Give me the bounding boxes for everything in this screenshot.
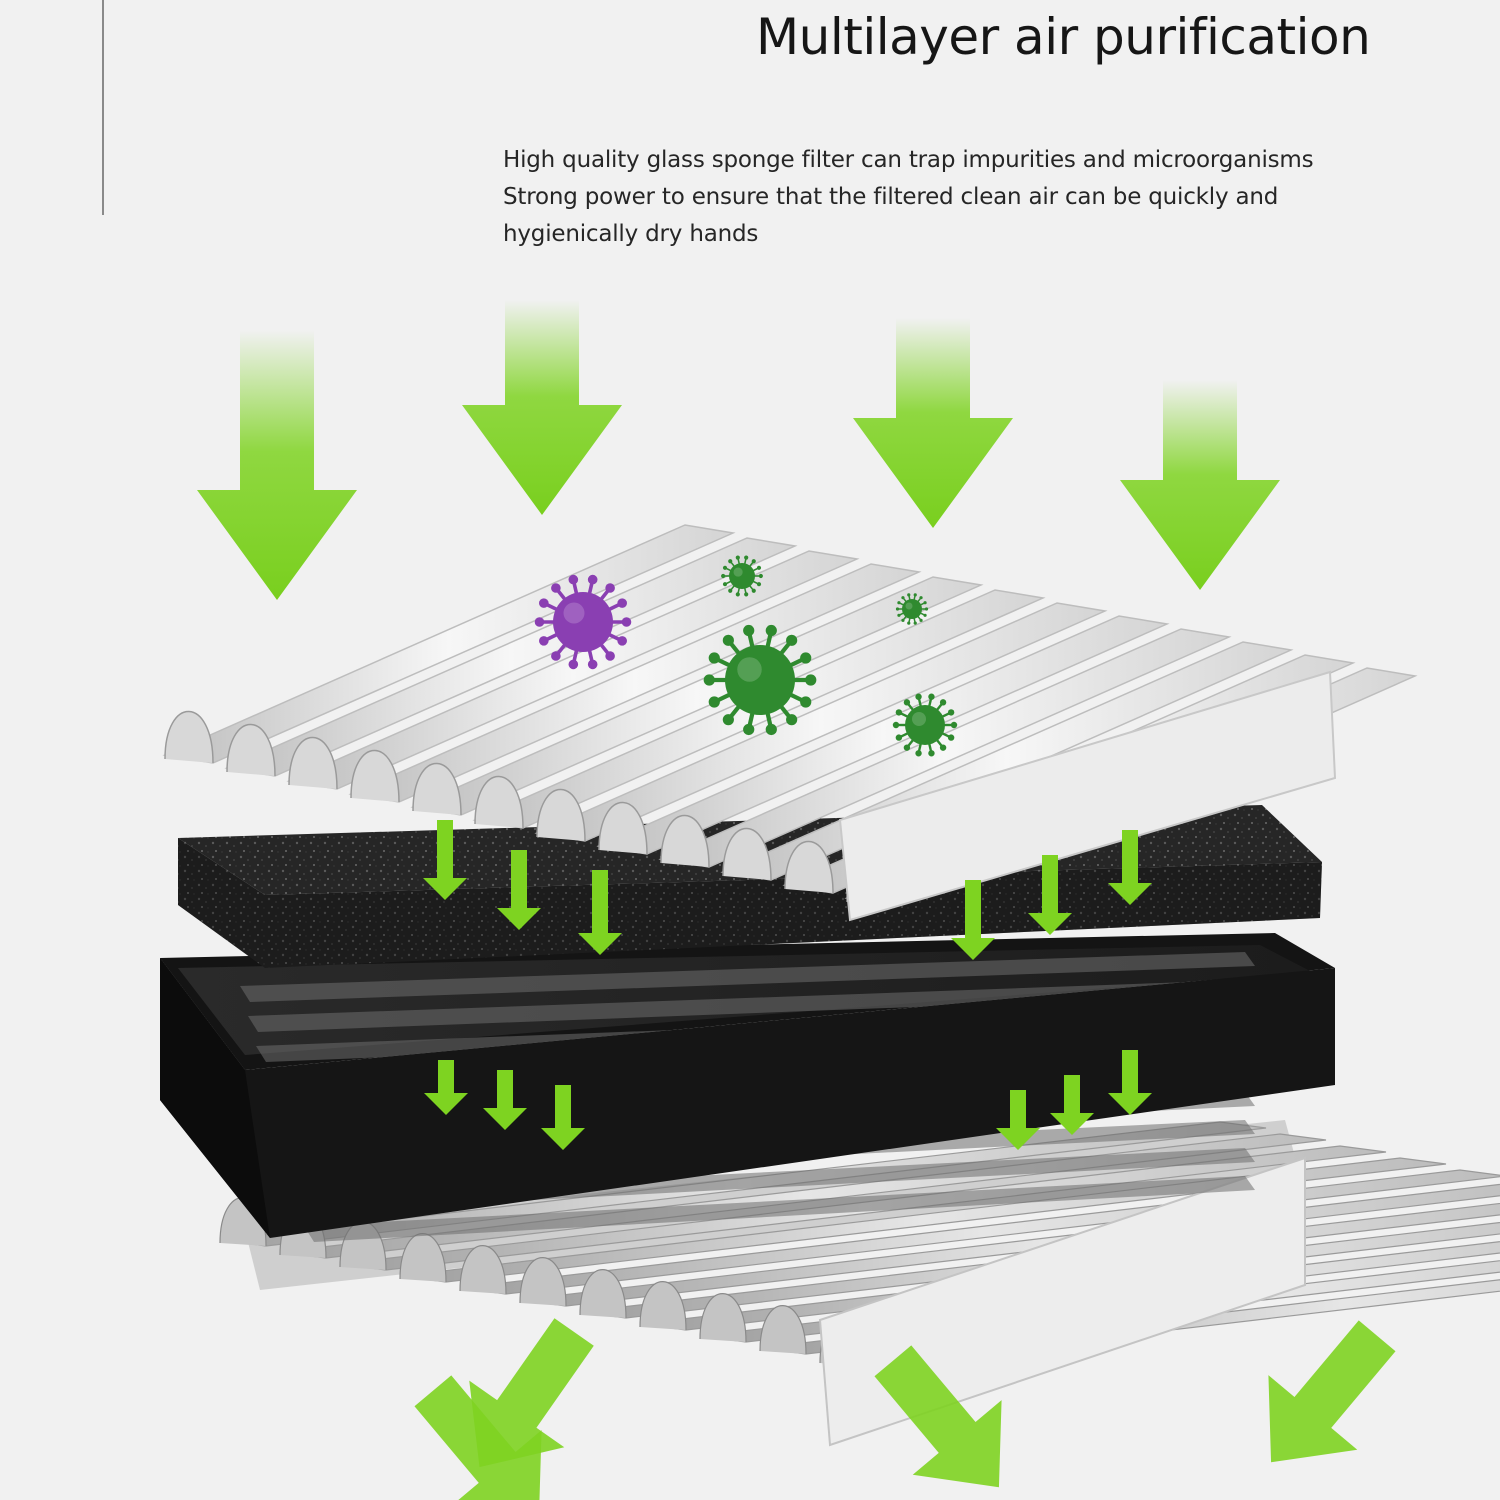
down-arrow-icon xyxy=(996,1090,1040,1150)
virus-icon xyxy=(534,574,632,670)
down-arrow-icon xyxy=(1120,380,1280,590)
down-arrow-icon xyxy=(197,330,357,600)
description-line-1: High quality glass sponge filter can tra… xyxy=(503,147,1314,173)
pleat-fold xyxy=(639,1281,687,1331)
down-arrow-icon xyxy=(541,1085,585,1150)
down-arrow-icon xyxy=(424,1060,468,1115)
down-arrow-icon xyxy=(483,1070,527,1130)
down-arrow-icon xyxy=(1108,830,1152,905)
pleat-fold xyxy=(519,1257,567,1307)
virus-icon xyxy=(895,593,929,625)
pleat-fold xyxy=(412,762,462,816)
down-arrow-icon xyxy=(423,820,467,900)
pleat-fold xyxy=(598,801,648,855)
divider-line xyxy=(102,0,104,215)
inner-arrows xyxy=(423,820,1152,1150)
diagonal-arrow-icon xyxy=(469,1318,594,1468)
pleat-fold xyxy=(350,749,400,803)
down-arrow-icon xyxy=(853,318,1013,528)
diagonal-arrow-icon xyxy=(414,1375,542,1500)
pleat-fold xyxy=(660,814,710,868)
down-arrow-icon xyxy=(578,870,622,955)
down-arrow-icon xyxy=(1050,1075,1094,1135)
pleat-fold xyxy=(459,1245,507,1295)
incoming-arrows xyxy=(197,300,1280,600)
down-arrow-icon xyxy=(1108,1050,1152,1115)
outgoing-arrows xyxy=(414,1318,1396,1500)
down-arrow-icon xyxy=(462,300,622,515)
page-title: Multilayer air purification xyxy=(756,8,1371,66)
viruses xyxy=(534,555,958,757)
diagonal-arrow-icon xyxy=(1268,1320,1396,1463)
frame-slat xyxy=(240,952,1255,1002)
frame-slat xyxy=(304,1176,1255,1242)
virus-icon xyxy=(892,693,958,757)
pleat-fold xyxy=(226,723,276,777)
down-arrow-icon xyxy=(951,880,995,960)
pleat-fold xyxy=(579,1269,627,1319)
description-line-3: hygienically dry hands xyxy=(503,221,759,247)
down-arrow-icon xyxy=(1028,855,1072,935)
diagonal-arrow-icon xyxy=(874,1345,1002,1488)
pleat-fold xyxy=(536,788,586,842)
pleat-fold xyxy=(474,775,524,829)
frame-slat xyxy=(248,980,1255,1032)
description: High quality glass sponge filter can tra… xyxy=(503,142,1463,253)
top-pleated-filter xyxy=(162,524,1418,922)
down-arrow-icon xyxy=(497,850,541,930)
description-line-2: Strong power to ensure that the filtered… xyxy=(503,184,1279,210)
pleat-fold xyxy=(722,827,772,881)
pleat-fold xyxy=(699,1293,747,1343)
pleat-fold xyxy=(288,736,338,790)
pleat-fold xyxy=(759,1305,807,1355)
pleat-fold xyxy=(784,840,834,894)
pleat-fold xyxy=(164,710,214,764)
virus-icon xyxy=(703,624,817,736)
virus-icon xyxy=(721,555,763,597)
